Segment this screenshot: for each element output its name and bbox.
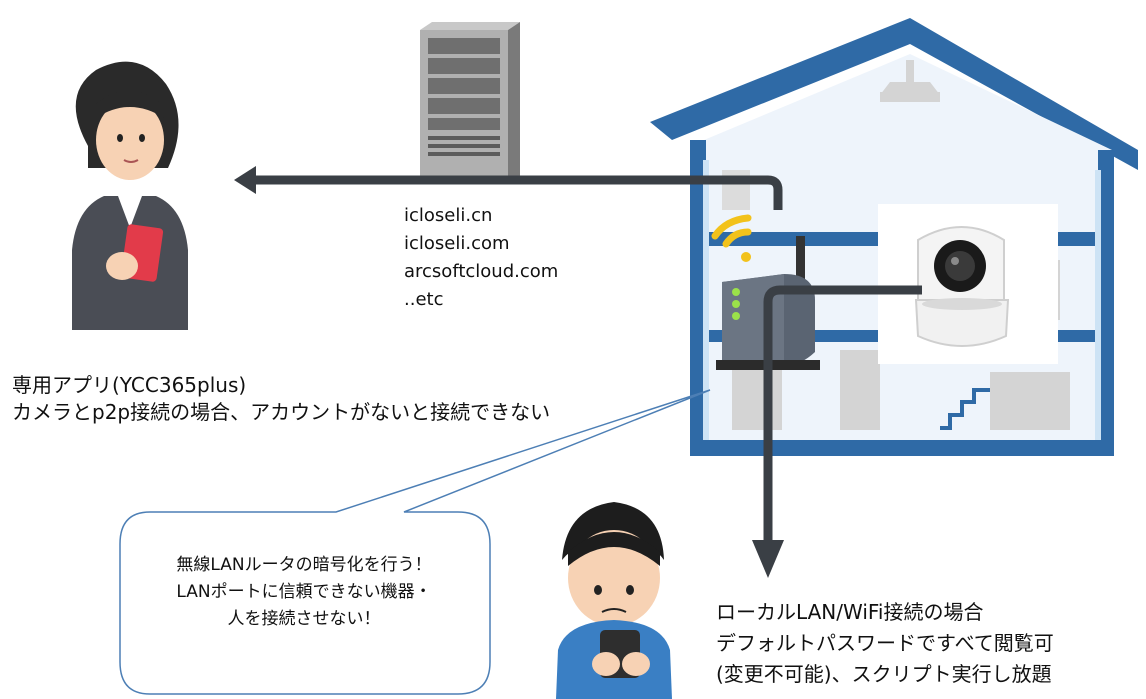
server-domain-list: icloseli.cn icloseli.com arcsoftcloud.co… (404, 202, 558, 314)
domain-item: icloseli.com (404, 233, 510, 254)
advice-line-1: 無線LANルータの暗号化を行う！ (176, 555, 432, 575)
app-note-line-2: カメラとp2p接続の場合、アカウントがないと接続できない (12, 400, 551, 424)
server-rack-icon (420, 22, 520, 184)
advice-speech-bubble (119, 389, 711, 695)
local-note-line-2: デフォルトパスワードですべて閲覧可 (716, 631, 1054, 655)
local-connection-note: ローカルLAN/WiFi接続の場合 デフォルトパスワードですべて閲覧可 (変更不… (716, 597, 1054, 690)
domain-item: arcsoftcloud.com (404, 261, 559, 282)
domain-item: icloseli.cn (404, 205, 493, 226)
local-note-line-3: (変更不可能)、スクリプト実行し放題 (716, 662, 1052, 686)
local-connection-arrow (752, 285, 922, 578)
advice-bubble-text: 無線LANルータの暗号化を行う！ LANポートに信頼できない機器・ 人を接続させ… (124, 552, 484, 633)
camera-icon (878, 204, 1058, 364)
app-note: 専用アプリ(YCC365plus) カメラとp2p接続の場合、アカウントがないと… (12, 372, 550, 426)
local-note-line-1: ローカルLAN/WiFi接続の場合 (716, 600, 984, 624)
app-note-line-1: 専用アプリ(YCC365plus) (12, 373, 247, 397)
advice-line-2: LANポートに信頼できない機器・ (176, 582, 432, 602)
cloud-connection-arrow (234, 166, 783, 210)
advice-line-3: 人を接続させない！ (227, 609, 381, 629)
domain-item: ..etc (404, 289, 444, 310)
woman-with-phone-icon (72, 61, 188, 330)
wifi-icon (711, 214, 752, 262)
boy-with-phone-icon (556, 502, 672, 699)
